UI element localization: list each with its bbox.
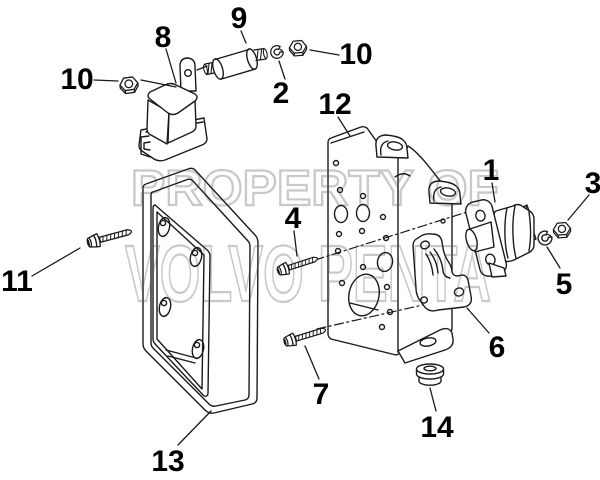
callout-4-label: 4 [285,202,302,235]
watermark: PROPERTY OF VOLVO PENTA [124,159,500,319]
bracket-tab-2-hole [439,187,457,197]
callout-5-label: 5 [556,268,573,301]
leader-6 [466,307,490,334]
pump-cylinder-end [465,228,478,252]
callout-14-label: 14 [420,411,454,444]
pump-body-ridges [504,205,532,259]
box-rim-inner [150,178,251,407]
grommet-top [415,363,445,375]
clamp-hole-upper [419,240,431,250]
clamp-hole-foot [419,296,429,304]
callout-11-label: 11 [1,265,33,298]
bracket-oval-chord [349,302,379,311]
part-10-nut-left [118,75,140,95]
bracket-holes [332,159,450,331]
part-1-pump-assembly [464,199,537,278]
leader-lines [31,30,590,446]
leader-4 [293,230,298,257]
callout-13-label: 13 [151,445,184,478]
leader-9 [240,30,247,44]
callout-10-left-label: 10 [60,63,93,96]
part-6-clamp [412,233,473,312]
relay-body-front [146,99,170,145]
clamp-hole-lower [453,287,465,297]
callout-2-label: 2 [273,77,290,110]
watermark-line-2: VOLVO PENTA [125,229,491,318]
leader-8 [165,48,177,84]
box-opening [152,204,211,397]
callout-6-label: 6 [489,331,506,364]
part-2-lock-washer [268,43,286,61]
leader-14 [429,387,437,412]
leader-12 [337,116,351,137]
relay-body-top [147,82,198,116]
leader-13 [177,410,212,446]
leader-3 [567,194,590,221]
relay-base-clip [140,135,151,158]
callout-1-label: 1 [483,154,500,187]
bracket-notch-lip [394,173,411,178]
box-bottom-slot [165,349,197,364]
callout-3-label: 3 [585,167,600,200]
bracket-flange-hole [419,337,437,347]
part-10-nut-right [288,39,308,57]
leader-10-right [309,49,340,56]
leader-11 [31,247,81,277]
axis-screw-4 [314,211,468,261]
leader-2 [278,60,286,80]
part-3-nut [552,221,572,239]
callout-9-label: 9 [231,2,248,35]
bracket-top-thickness [330,131,365,144]
bracket-tab-1-hole [386,141,404,151]
grommet-hole [423,365,437,372]
callout-10-right-label: 10 [339,38,372,71]
leader-5 [546,246,561,269]
part-5-lock-washer [537,230,553,246]
part-8-relay [138,57,208,162]
mount-stud-right [253,47,268,62]
part-13-cover-box [142,167,259,414]
part-9-mount-cylinder [203,47,268,80]
callout-12-label: 12 [318,88,351,121]
part-14-grommet [415,363,445,386]
relay-tab-hole [183,68,192,77]
clamp-saddle-arcs [425,248,451,279]
bracket-tab-2-curl [432,186,442,202]
leader-7 [304,345,320,380]
leader-1 [491,182,496,203]
leader-10-left [93,79,177,88]
watermark-line-1: PROPERTY OF [131,160,499,216]
part-7-screw [281,322,329,350]
link-tab-to-stud [196,65,208,71]
box-opening-inner [156,211,205,390]
callout-8-label: 8 [155,21,172,54]
callout-7-label: 7 [313,378,330,411]
mount-stud-left [203,61,216,76]
bracket-tab-1-curl [379,140,389,156]
pump-foot-tab [488,262,507,278]
